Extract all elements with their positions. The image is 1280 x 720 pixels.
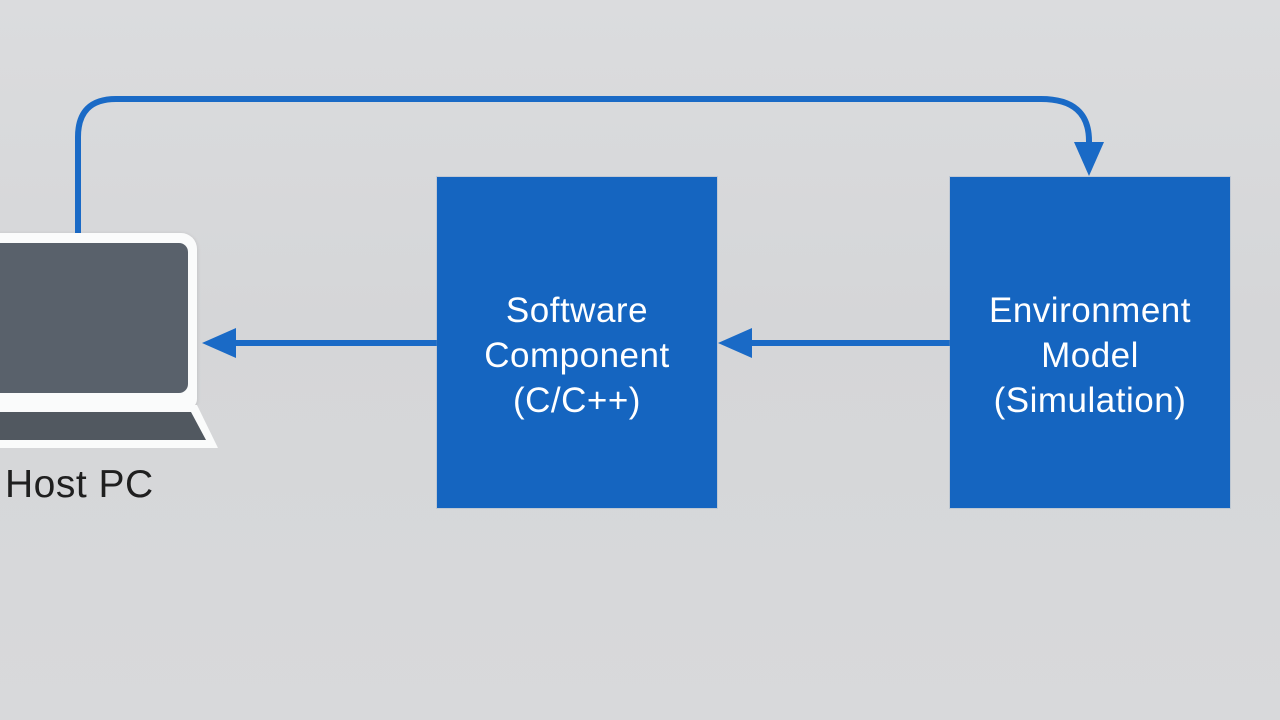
- arrow-down-icon: [1074, 142, 1104, 176]
- environment-model-line-2: Model: [1041, 336, 1139, 375]
- arrow-left-icon: [202, 328, 236, 358]
- software-component-line-2: Component: [484, 336, 670, 375]
- connector-host-to-environment-line: [75, 96, 1092, 236]
- node-software-component: Software Component (C/C++): [437, 177, 717, 508]
- arrow-left-icon: [718, 328, 752, 358]
- laptop-screen: [0, 243, 188, 393]
- host-pc-label: Host PC: [5, 463, 154, 506]
- environment-model-label: Environment Model (Simulation): [989, 288, 1191, 423]
- software-component-line-1: Software: [505, 291, 649, 330]
- environment-model-line-3: (Simulation): [993, 381, 1187, 420]
- node-environment-model: Environment Model (Simulation): [950, 177, 1230, 508]
- laptop-keyboard-base: [0, 412, 206, 440]
- software-component-label: Software Component (C/C++): [484, 288, 669, 423]
- software-component-line-3: (C/C++): [513, 381, 641, 420]
- environment-model-line-1: Environment: [989, 291, 1191, 330]
